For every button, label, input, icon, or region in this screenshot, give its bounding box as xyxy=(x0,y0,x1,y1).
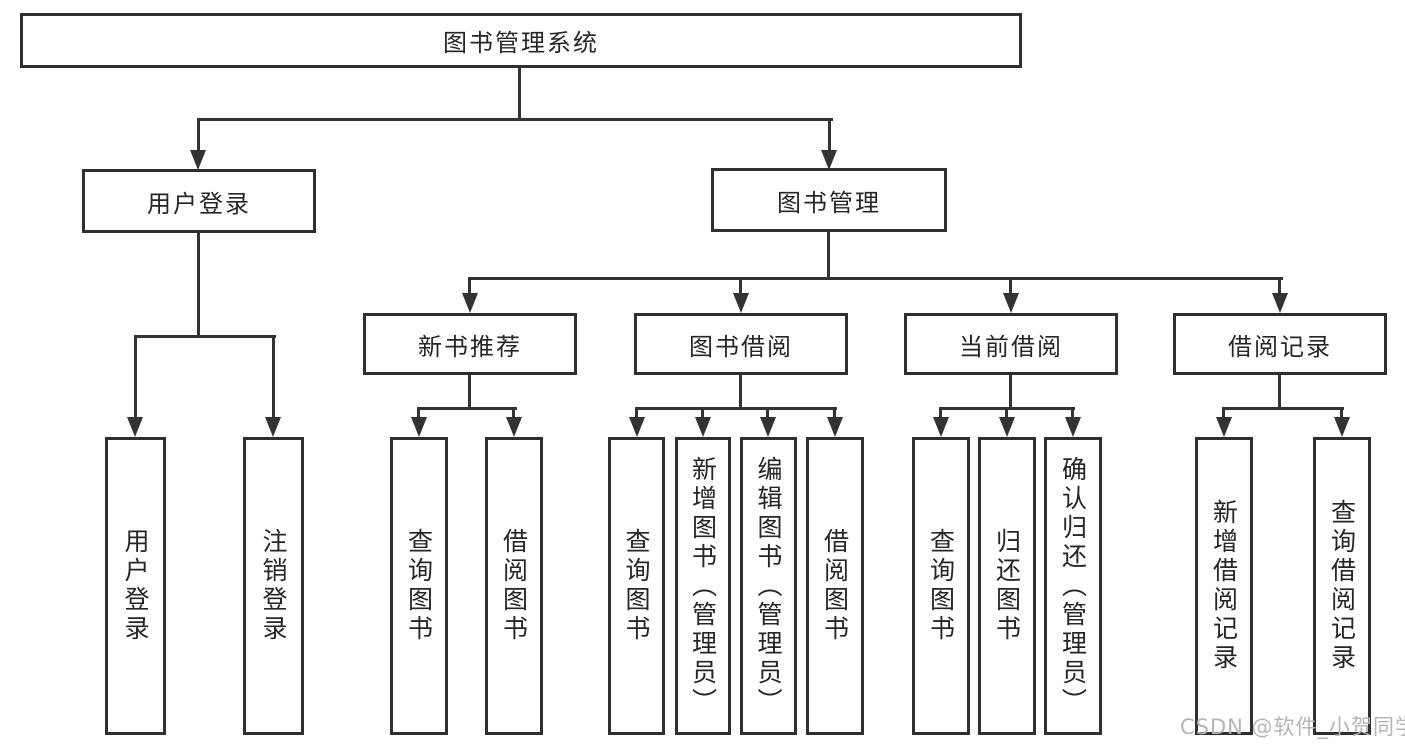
arrow-down-icon xyxy=(190,150,206,170)
node-new-book: 新书推荐 xyxy=(363,313,577,375)
connector-line xyxy=(469,277,1283,280)
connector-line xyxy=(1222,407,1225,421)
leaf-query-record-label: 查询借阅记录 xyxy=(1327,499,1357,673)
leaf-edit-book-label: 编辑图书（管理员） xyxy=(754,455,783,717)
leaf-user-login: 用户登录 xyxy=(105,437,166,735)
connector-line xyxy=(512,407,515,421)
node-borrow-record: 借阅记录 xyxy=(1173,313,1387,375)
leaf-confirm-return-label: 确认归还（管理员） xyxy=(1058,455,1088,717)
arrow-down-icon xyxy=(506,417,522,437)
arrow-down-icon xyxy=(629,417,645,437)
arrow-down-icon xyxy=(760,417,776,437)
leaf-confirm-return: 确认归还（管理员） xyxy=(1044,437,1102,735)
connector-line xyxy=(197,233,200,337)
leaf-logout-label: 注销登录 xyxy=(259,528,288,644)
arrow-down-icon xyxy=(411,417,427,437)
leaf-add-record-label: 新增借阅记录 xyxy=(1209,499,1239,673)
leaf-borrow-book-2: 借阅图书 xyxy=(806,437,864,735)
connector-line xyxy=(197,118,833,121)
connector-line xyxy=(1071,407,1074,421)
leaf-borrow-book-1: 借阅图书 xyxy=(485,437,543,735)
leaf-query-book-2-label: 查询图书 xyxy=(622,528,651,644)
connector-line xyxy=(828,118,831,152)
leaf-query-record: 查询借阅记录 xyxy=(1313,437,1371,735)
connector-line xyxy=(635,407,837,410)
node-current-borrow: 当前借阅 xyxy=(904,313,1118,375)
node-root-label: 图书管理系统 xyxy=(443,29,599,57)
connector-line xyxy=(197,118,200,152)
leaf-query-book-1-label: 查询图书 xyxy=(404,528,434,644)
arrow-down-icon xyxy=(1065,417,1081,437)
node-new-book-label: 新书推荐 xyxy=(418,332,522,361)
connector-line xyxy=(939,407,942,421)
arrow-down-icon xyxy=(933,417,949,437)
connector-line xyxy=(1278,375,1281,409)
connector-line xyxy=(1009,375,1012,409)
connector-line xyxy=(635,407,638,421)
connector-line xyxy=(468,277,471,295)
connector-line xyxy=(1278,277,1281,295)
connector-line xyxy=(518,68,521,120)
leaf-query-book-1: 查询图书 xyxy=(390,437,448,735)
leaf-add-record: 新增借阅记录 xyxy=(1195,437,1253,735)
connector-line xyxy=(1340,407,1343,421)
connector-line xyxy=(1222,407,1344,410)
node-book-borrow: 图书借阅 xyxy=(634,313,848,375)
connector-line xyxy=(766,407,769,421)
arrow-down-icon xyxy=(733,293,749,313)
connector-line xyxy=(1009,277,1012,295)
node-user-login-label: 用户登录 xyxy=(147,189,251,218)
connector-line xyxy=(827,232,830,280)
node-book-mgmt-label: 图书管理 xyxy=(777,188,881,217)
node-current-borrow-label: 当前借阅 xyxy=(959,332,1063,361)
leaf-borrow-book-1-label: 借阅图书 xyxy=(499,528,529,644)
arrow-down-icon xyxy=(1272,293,1288,313)
leaf-add-book-label: 新增图书（管理员） xyxy=(688,455,718,717)
leaf-query-book-2: 查询图书 xyxy=(608,437,665,735)
arrow-down-icon xyxy=(999,417,1015,437)
arrow-down-icon xyxy=(1334,417,1350,437)
arrow-down-icon xyxy=(1003,293,1019,313)
arrow-down-icon xyxy=(827,417,843,437)
connector-line xyxy=(417,407,517,410)
arrow-down-icon xyxy=(127,417,143,437)
node-root: 图书管理系统 xyxy=(20,13,1022,68)
leaf-edit-book: 编辑图书（管理员） xyxy=(740,437,797,735)
connector-line xyxy=(701,407,704,421)
node-book-mgmt: 图书管理 xyxy=(711,168,947,232)
node-user-login: 用户登录 xyxy=(82,169,316,233)
leaf-query-book-3: 查询图书 xyxy=(912,437,970,735)
leaf-user-login-label: 用户登录 xyxy=(121,528,150,644)
connector-line xyxy=(739,277,742,295)
leaf-return-book: 归还图书 xyxy=(978,437,1036,735)
leaf-add-book: 新增图书（管理员） xyxy=(675,437,731,735)
node-borrow-record-label: 借阅记录 xyxy=(1228,332,1332,361)
leaf-return-book-label: 归还图书 xyxy=(992,528,1022,644)
csdn-watermark: CSDN @软件_小贺同学 xyxy=(1180,715,1405,739)
leaf-logout: 注销登录 xyxy=(243,437,304,735)
node-book-borrow-label: 图书借阅 xyxy=(689,332,793,361)
arrow-down-icon xyxy=(265,417,281,437)
arrow-down-icon xyxy=(462,293,478,313)
leaf-borrow-book-2-label: 借阅图书 xyxy=(820,528,850,644)
connector-line xyxy=(134,335,276,338)
connector-line xyxy=(739,375,742,409)
connector-line xyxy=(1005,407,1008,421)
connector-line xyxy=(134,335,137,419)
leaf-query-book-3-label: 查询图书 xyxy=(926,528,956,644)
connector-line xyxy=(272,335,275,419)
connector-line xyxy=(417,407,420,421)
arrow-down-icon xyxy=(821,150,837,170)
connector-line xyxy=(833,407,836,421)
connector-line xyxy=(468,375,471,409)
arrow-down-icon xyxy=(1216,417,1232,437)
arrow-down-icon xyxy=(695,417,711,437)
